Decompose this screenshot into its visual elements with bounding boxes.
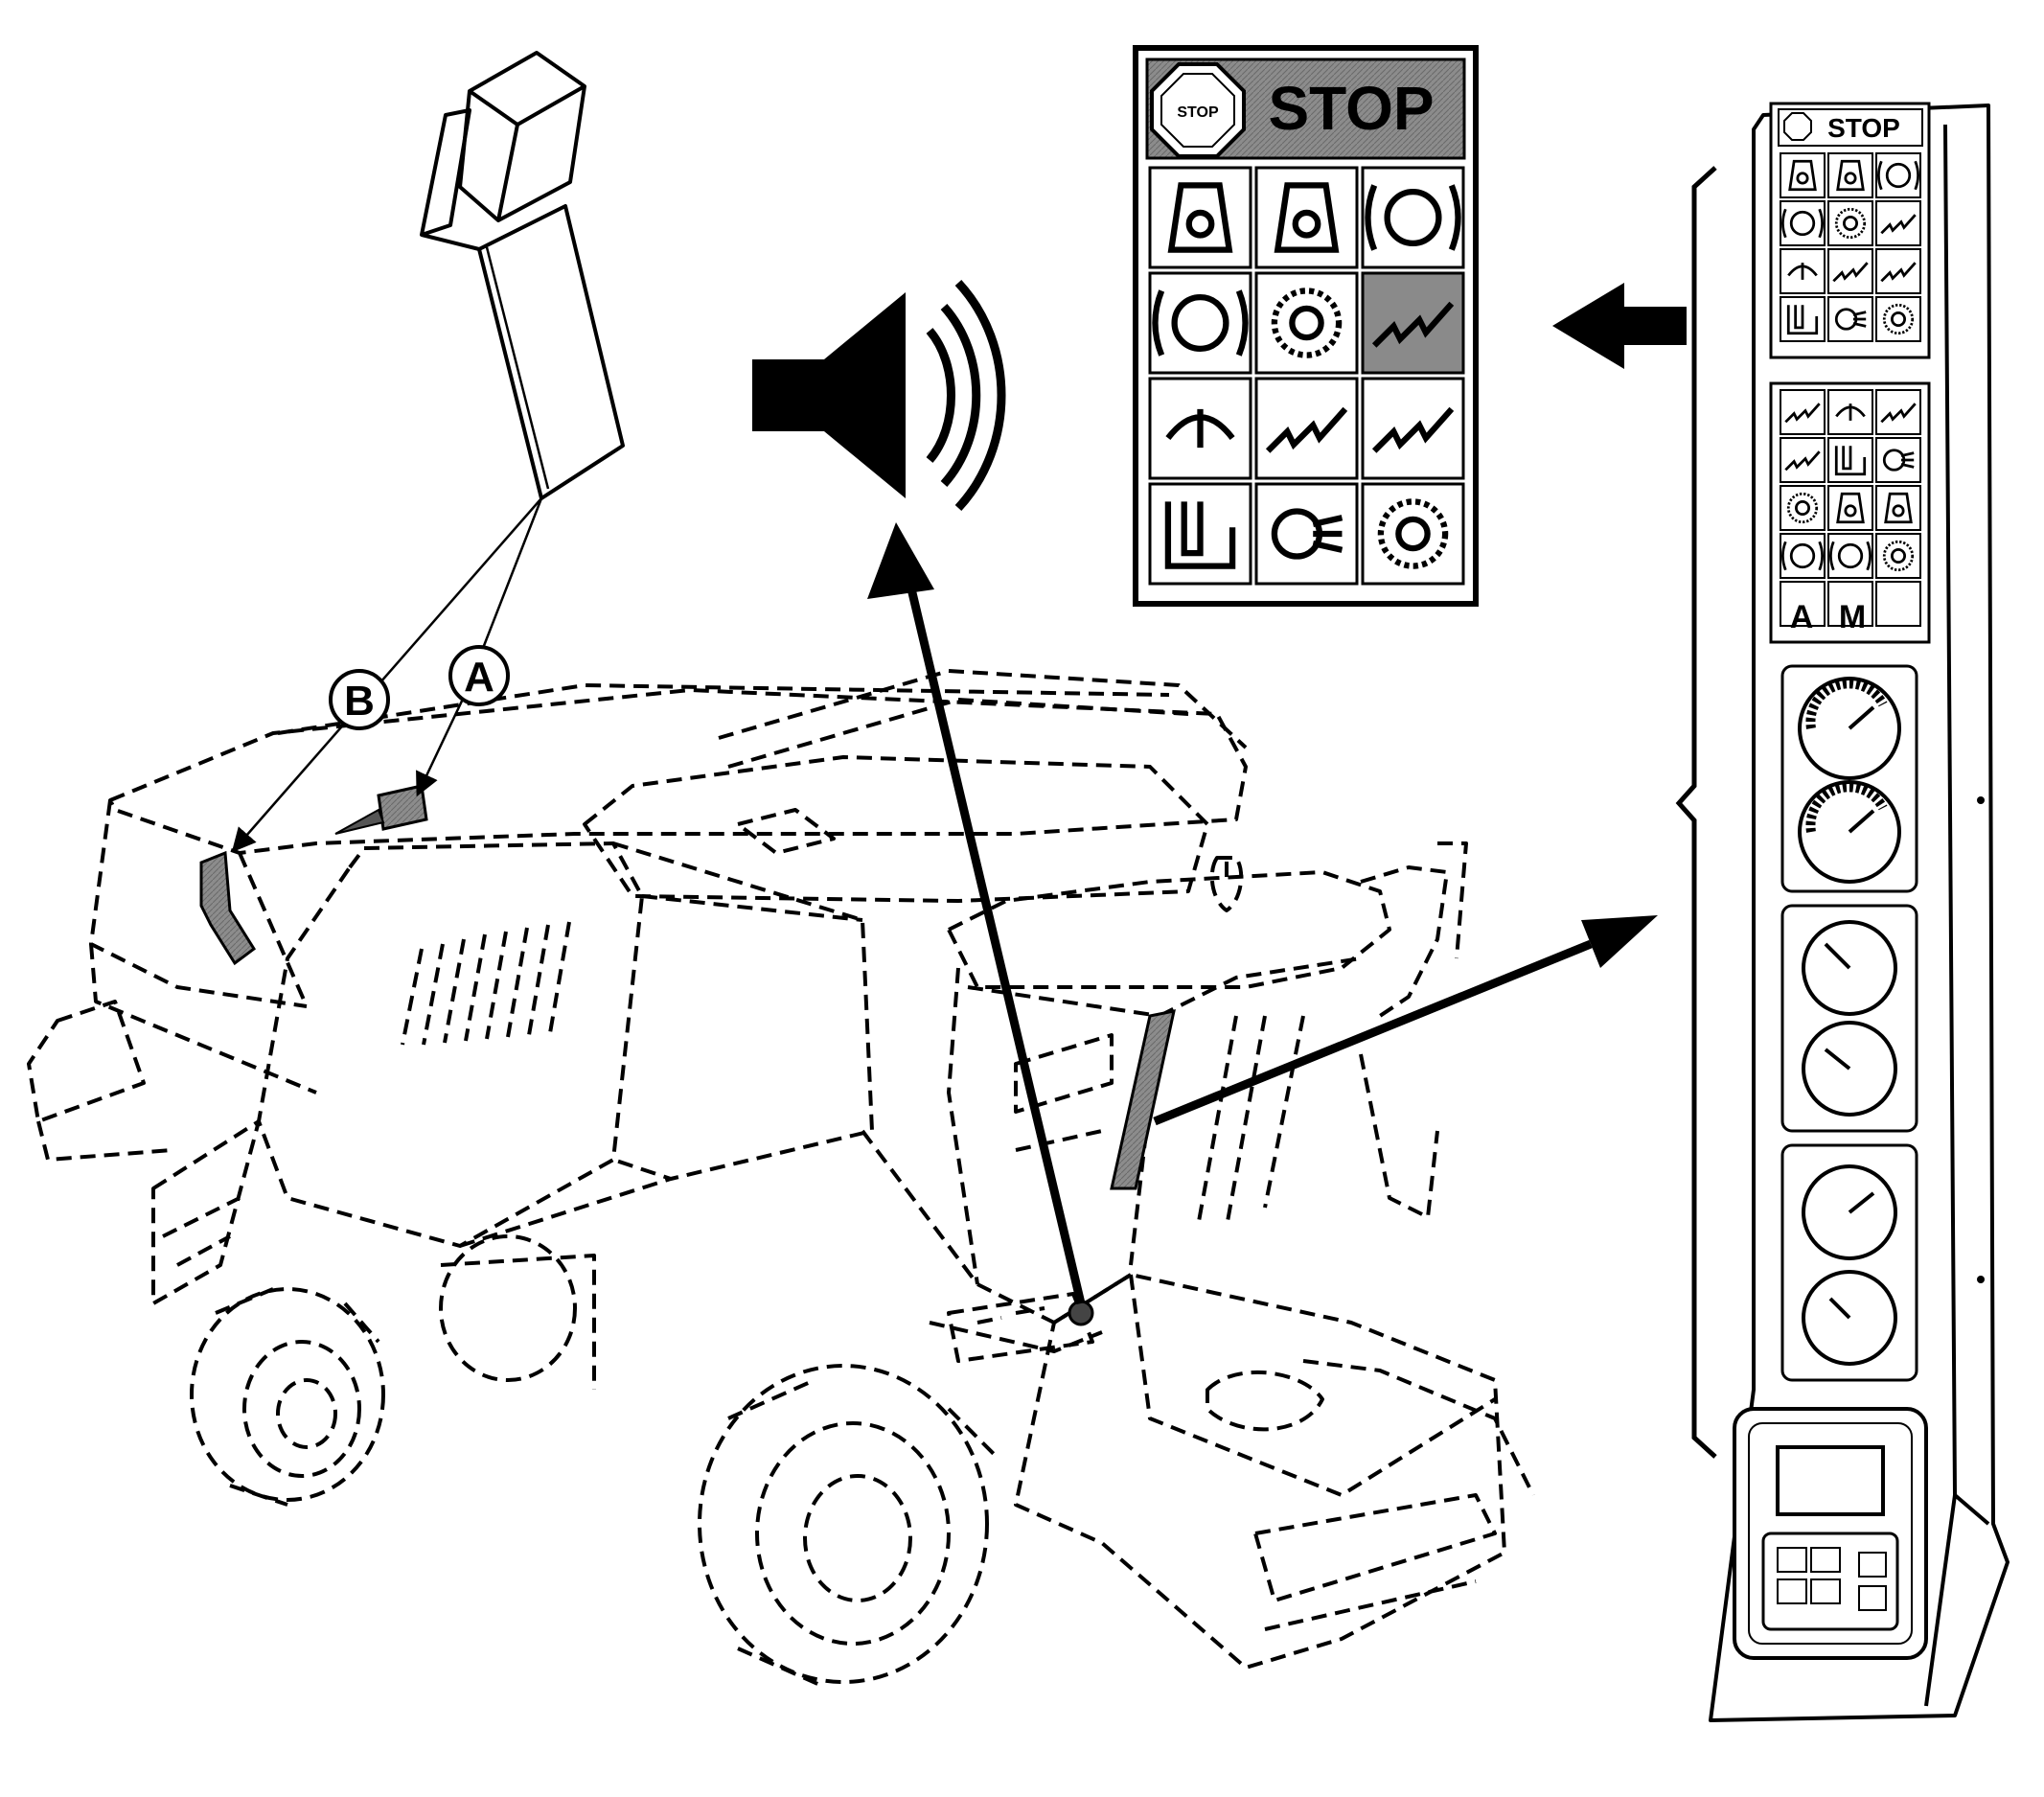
- parking-brake-icon: [1361, 166, 1465, 269]
- stop-sign-icon: STOP: [1150, 62, 1246, 158]
- indicator-cell: [1827, 533, 1873, 579]
- unloading-auger-icon: [1361, 271, 1465, 375]
- indicator-cell: [1875, 389, 1921, 435]
- mini-unloading-auger-icon: [1875, 200, 1921, 246]
- alarm-icon-grid: [1148, 166, 1465, 586]
- indicator-cell: [1780, 389, 1826, 435]
- mini-engine-oil-pressure-icon: [1780, 152, 1826, 198]
- callout-b-label: B: [344, 678, 375, 725]
- chopper-icon: [1254, 482, 1359, 586]
- panel-stop-title: STOP: [1268, 74, 1434, 143]
- mini-parking-brake-icon: [1875, 152, 1921, 198]
- indicator-cell: [1875, 533, 1921, 579]
- callout-a: A: [448, 645, 510, 706]
- buzzer-location: [1068, 1300, 1094, 1326]
- mini-shaker-shoe-icon: [1827, 248, 1873, 294]
- component-a-lead: [334, 808, 385, 835]
- coolant-temperature-icon: [1254, 166, 1359, 269]
- lcd-screen: [1776, 1445, 1885, 1516]
- indicator-cell: [1780, 533, 1826, 579]
- mini-grain-tank-full-icon: [1780, 296, 1826, 342]
- right-front-wheel: [1302, 1359, 1535, 1496]
- alarm-panel: STOP STOP: [1133, 45, 1479, 607]
- straw-walker-icon: [1148, 377, 1252, 480]
- front-wheel: [698, 1364, 999, 1689]
- console-mini-alarm-grid: [1780, 152, 1921, 342]
- grille-vents: [401, 921, 571, 1046]
- buzzer-arrow: [867, 522, 1086, 1305]
- console-arrow: [1153, 915, 1658, 1126]
- mini-chopper-icon: [1827, 296, 1873, 342]
- mini-straw-walker-icon: [1780, 248, 1826, 294]
- indicator-cell: [1780, 437, 1826, 483]
- console-letter-a: A: [1790, 599, 1814, 635]
- stop-badge-text: STOP: [1177, 104, 1219, 121]
- indicator-cell: [1875, 485, 1921, 531]
- rotor-speed-icon: [1361, 482, 1465, 586]
- mini-rotor-speed-icon: [1875, 296, 1921, 342]
- indicator-cell: [1780, 581, 1826, 627]
- component-b-sensor: [199, 850, 257, 966]
- mini-coolant-temperature-icon: [1827, 152, 1873, 198]
- display-module: [1733, 1407, 1928, 1660]
- mini-hydraulic-oil-temperature-icon: [1827, 200, 1873, 246]
- mini-brake-oil-icon: [1780, 200, 1826, 246]
- indicator-cell: [1875, 437, 1921, 483]
- speaker-icon: [752, 279, 1006, 512]
- brake-oil-icon: [1148, 271, 1252, 375]
- component-a-box: [377, 784, 428, 831]
- panel-arrow: [1552, 283, 1687, 369]
- rear-wheel: [190, 1287, 385, 1507]
- indicator-cell: [1780, 485, 1826, 531]
- combine-body: [27, 669, 1506, 1670]
- engine-oil-pressure-icon: [1148, 166, 1252, 269]
- shaker-shoe-icon: [1254, 377, 1359, 480]
- gauge-group-2: [1780, 904, 1918, 1133]
- callout-b: B: [329, 669, 390, 730]
- indicator-cell: [1827, 485, 1873, 531]
- indicator-cell: [1875, 581, 1921, 627]
- indicator-cell: [1827, 389, 1873, 435]
- indicator-cell: [1827, 437, 1873, 483]
- gauge-group-1: [1780, 664, 1918, 893]
- indicator-cell: [1827, 581, 1873, 627]
- console-pillar: STOP A M: [1675, 102, 2010, 1722]
- grain-tank-full-icon: [1148, 482, 1252, 586]
- console-letter-m: M: [1839, 599, 1866, 635]
- leader-a: [416, 497, 543, 797]
- mini-cutter-bar-icon: [1875, 248, 1921, 294]
- unloading-auger-spout: [420, 51, 625, 500]
- console-stop-title: STOP: [1827, 113, 1900, 143]
- cab-pillar-console: [1110, 1009, 1176, 1190]
- hydraulic-oil-temperature-icon: [1254, 271, 1359, 375]
- gauge-group-3: [1780, 1143, 1918, 1382]
- console-indicator-grid: [1780, 389, 1921, 627]
- middle-wheel: [439, 1234, 596, 1390]
- leader-b: [231, 497, 542, 853]
- cutter-bar-icon: [1361, 377, 1465, 480]
- callout-a-label: A: [464, 654, 494, 701]
